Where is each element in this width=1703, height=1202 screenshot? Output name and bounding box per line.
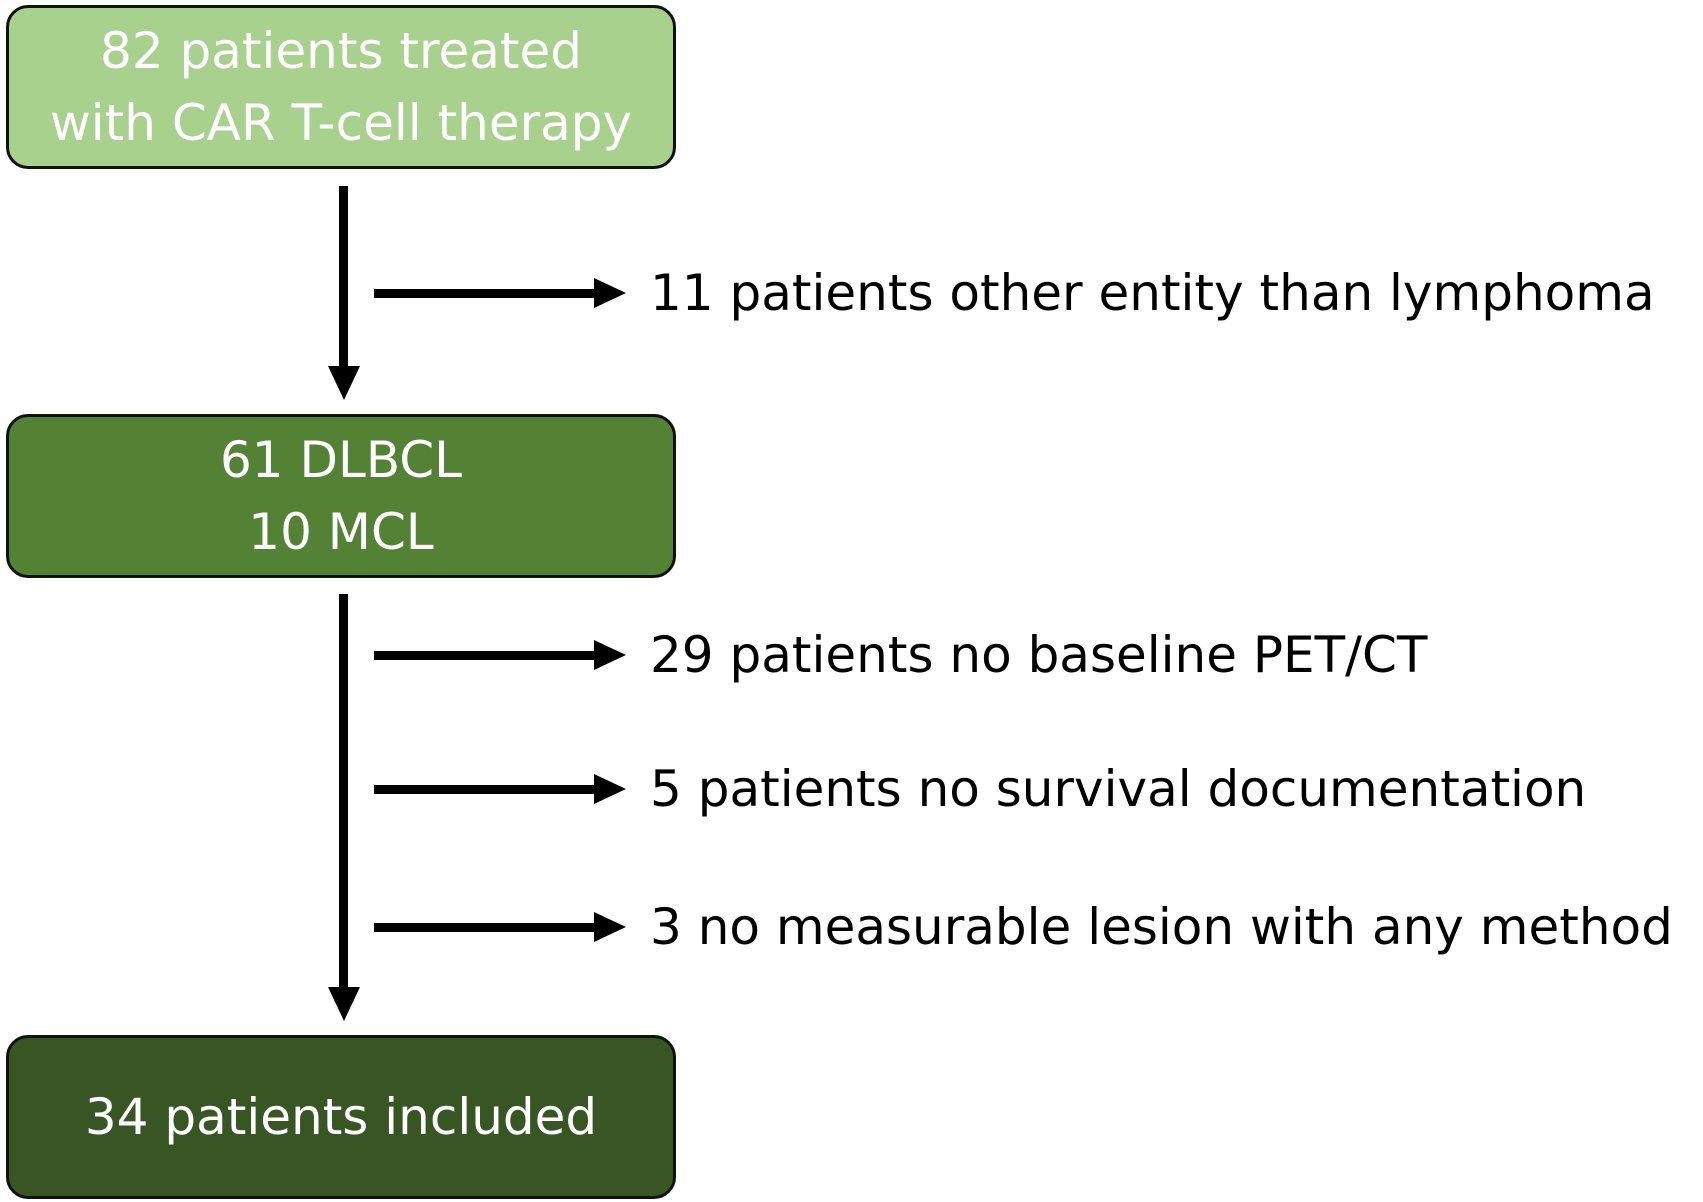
box-lymphoma-entities-line-2: 10 MCL: [248, 503, 434, 561]
arrow-exclusion-3-head: [594, 774, 626, 804]
box-patients-included-line-1: 34 patients included: [84, 1088, 598, 1146]
exclusion-label-1: 11 patients other entity than lymphoma: [650, 264, 1655, 322]
exclusion-label-4: 3 no measurable lesion with any method: [650, 898, 1673, 956]
arrow-start-to-middle-head: [328, 366, 360, 400]
arrow-exclusion-3-shaft: [374, 785, 596, 794]
arrow-exclusion-2-head: [594, 640, 626, 670]
exclusion-label-3: 5 patients no survival documentation: [650, 760, 1587, 818]
arrow-exclusion-1-head: [594, 278, 626, 308]
box-patients-treated-line-2: with CAR T-cell therapy: [49, 94, 633, 152]
box-patients-treated: 82 patients treated with CAR T-cell ther…: [6, 5, 676, 169]
arrow-exclusion-2-shaft: [374, 651, 596, 660]
arrow-exclusion-4-head: [594, 912, 626, 942]
arrow-exclusion-4-shaft: [374, 923, 596, 932]
exclusion-label-2: 29 patients no baseline PET/CT: [650, 626, 1428, 684]
box-patients-included: 34 patients included: [6, 1035, 676, 1199]
box-lymphoma-entities-line-1: 61 DLBCL: [219, 431, 463, 489]
box-patients-treated-line-1: 82 patients treated: [100, 22, 582, 80]
arrow-middle-to-end-head: [328, 987, 360, 1021]
arrow-start-to-middle-shaft: [339, 186, 348, 382]
arrow-exclusion-1-shaft: [374, 289, 596, 298]
arrow-middle-to-end-shaft: [339, 594, 348, 994]
box-lymphoma-entities: 61 DLBCL 10 MCL: [6, 414, 676, 578]
